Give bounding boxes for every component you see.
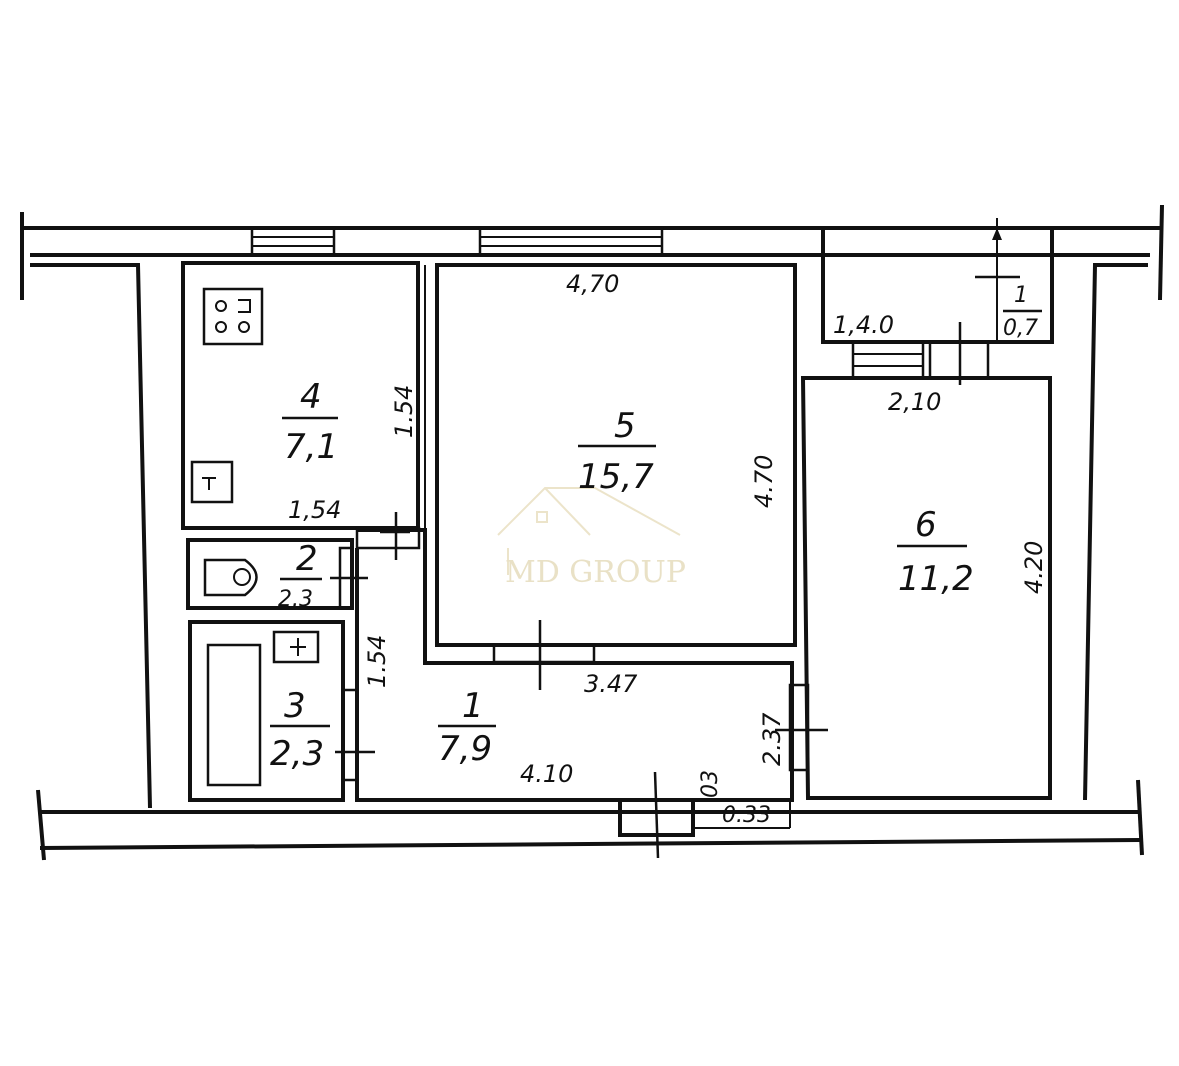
sink-icon	[190, 460, 234, 504]
room-hall	[355, 512, 794, 802]
room-3-number: 3	[284, 686, 306, 726]
watermark-logo: MD GROUP	[497, 487, 686, 590]
dim-entry-small: 0.33	[722, 803, 771, 828]
room-6-area: 11,2	[898, 559, 974, 599]
room-5	[435, 263, 797, 647]
dim-hall-left: 1.54	[363, 635, 391, 688]
room-5-number: 5	[614, 406, 636, 446]
room-4-area: 7,1	[284, 427, 338, 467]
room-1-area: 7,9	[438, 729, 492, 769]
dim-room4-bottom: 1,54	[288, 496, 341, 524]
right-neighbour-wall	[1083, 263, 1148, 801]
room-6-number: 6	[915, 505, 937, 545]
room-4-number: 4	[300, 377, 322, 417]
dim-room6-top: 2,10	[888, 388, 941, 416]
room-5-area: 15,7	[578, 457, 654, 497]
room-3-area: 2,3	[270, 734, 324, 774]
dim-hall-right: 2.37	[758, 712, 786, 766]
dim-room6-right: 4.20	[1020, 541, 1048, 594]
window-kitchen	[250, 226, 336, 257]
room-toilet	[186, 538, 368, 610]
dim-room5-right: 4.70	[750, 455, 778, 508]
entrance-door	[618, 771, 791, 859]
dim-hall-top: 3.47	[584, 670, 638, 698]
room-1-number: 1	[462, 686, 484, 726]
room-labels: 4 7,1 5 15,7 6 11,2 2 2.3 3 2,3 1 7,9 1 …	[270, 283, 1042, 774]
balcony-area: 0,7	[1003, 316, 1038, 341]
outer-walls	[20, 204, 1164, 861]
room-2-number: 2	[296, 539, 318, 579]
dim-entry-side: 03	[698, 770, 723, 798]
dim-hall-bottom: 4.10	[520, 760, 573, 788]
dim-room5-top: 4,70	[566, 270, 619, 298]
balcony-number: 1	[1014, 283, 1028, 308]
room-2-area: 2.3	[278, 587, 313, 612]
bathtub-icon	[206, 643, 262, 787]
stove-icon	[202, 287, 264, 346]
watermark-text: MD GROUP	[505, 555, 686, 590]
dim-balcony-width: 1,4.0	[833, 311, 894, 339]
left-neighbour-wall	[30, 263, 152, 809]
dimension-labels: 4,70 4.70 1.54 1,54 1.54 3.47 4.10 2.37 …	[288, 270, 1048, 828]
room-6	[800, 376, 1052, 800]
toilet-icon	[203, 558, 258, 597]
window-room5	[478, 226, 664, 257]
washbasin-icon	[272, 630, 320, 664]
dim-room4-right: 1.54	[390, 385, 418, 438]
